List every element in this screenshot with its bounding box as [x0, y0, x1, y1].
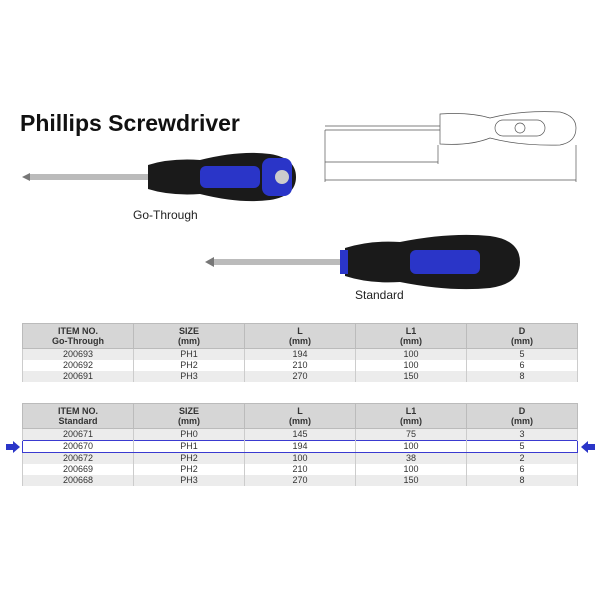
- table-cell: 8: [466, 475, 578, 486]
- table-cell: 100: [355, 440, 467, 453]
- technical-drawing: [324, 111, 577, 182]
- table-cell: 2: [466, 452, 578, 464]
- table-cell: 100: [244, 452, 356, 464]
- page-title: Phillips Screwdriver: [20, 110, 240, 136]
- table-cell: PH3: [133, 371, 245, 382]
- table-cell: 200671: [22, 428, 134, 441]
- table-cell: 270: [244, 475, 356, 486]
- table-cell: 5: [466, 440, 578, 453]
- table-cell: 200669: [22, 464, 134, 475]
- table-cell: 100: [355, 348, 467, 360]
- table-cell: 75: [355, 428, 467, 441]
- table-cell: 3: [466, 428, 578, 441]
- table-header: ITEM NO.Go-Through SIZE(mm) L(mm) L1(mm)…: [22, 323, 578, 349]
- table-cell: PH0: [133, 428, 245, 441]
- table-cell: 210: [244, 360, 356, 371]
- arrow-right-icon: [6, 441, 20, 453]
- table-cell: 100: [355, 360, 467, 371]
- table-cell: 5: [466, 348, 578, 360]
- table-cell: PH2: [133, 452, 245, 464]
- go-through-caption: Go-Through: [133, 208, 198, 222]
- table-cell: 200691: [22, 371, 134, 382]
- table-cell: 270: [244, 371, 356, 382]
- table-cell: 150: [355, 371, 467, 382]
- table-cell: 200672: [22, 452, 134, 464]
- standard-spec-table: ITEM NO.Standard SIZE(mm) L(mm) L1(mm) D…: [22, 403, 578, 486]
- table-cell: 145: [244, 428, 356, 441]
- table-cell: 200670: [22, 440, 134, 453]
- go-through-screwdriver-image: [22, 152, 296, 202]
- product-illustrations: [22, 111, 577, 290]
- table-cell: 194: [244, 348, 356, 360]
- table-cell: 200668: [22, 475, 134, 486]
- table-cell: PH2: [133, 464, 245, 475]
- table-cell: 8: [466, 371, 578, 382]
- table-cell: 6: [466, 464, 578, 475]
- table-cell: 6: [466, 360, 578, 371]
- table-header: ITEM NO.Standard SIZE(mm) L(mm) L1(mm) D…: [22, 403, 578, 429]
- table-cell: 200693: [22, 348, 134, 360]
- go-through-spec-table: ITEM NO.Go-Through SIZE(mm) L(mm) L1(mm)…: [22, 323, 578, 382]
- table-cell: PH3: [133, 475, 245, 486]
- arrow-left-icon: [581, 441, 595, 453]
- table-cell: 210: [244, 464, 356, 475]
- table-cell: 150: [355, 475, 467, 486]
- table-cell: 100: [355, 464, 467, 475]
- table-cell: 38: [355, 452, 467, 464]
- standard-caption: Standard: [355, 288, 404, 302]
- standard-screwdriver-image: [205, 234, 520, 290]
- table-cell: PH1: [133, 348, 245, 360]
- table-cell: 200692: [22, 360, 134, 371]
- table-cell: 194: [244, 440, 356, 453]
- table-cell: PH1: [133, 440, 245, 453]
- table-cell: PH2: [133, 360, 245, 371]
